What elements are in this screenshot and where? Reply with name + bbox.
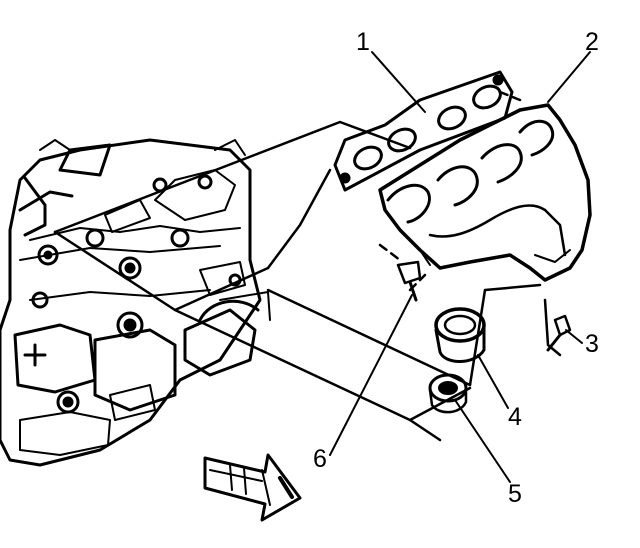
callout-1: 1	[356, 28, 370, 56]
exhaust-collar	[434, 307, 486, 363]
callout-2: 2	[585, 28, 599, 56]
manifold-bolt	[396, 260, 422, 302]
callout-6: 6	[313, 445, 327, 473]
exhaust-seal	[428, 373, 468, 414]
callout-5: 5	[508, 480, 522, 508]
callout-3: 3	[585, 330, 599, 358]
exhaust-manifold	[378, 103, 592, 282]
leader-lines	[53, 90, 562, 442]
callout-4: 4	[508, 403, 522, 431]
engine-block	[0, 138, 271, 467]
manifold-gasket	[333, 70, 514, 192]
callout-leaders	[329, 51, 591, 483]
manifold-stud	[546, 314, 572, 352]
front-of-vehicle-arrow-icon	[203, 453, 302, 522]
